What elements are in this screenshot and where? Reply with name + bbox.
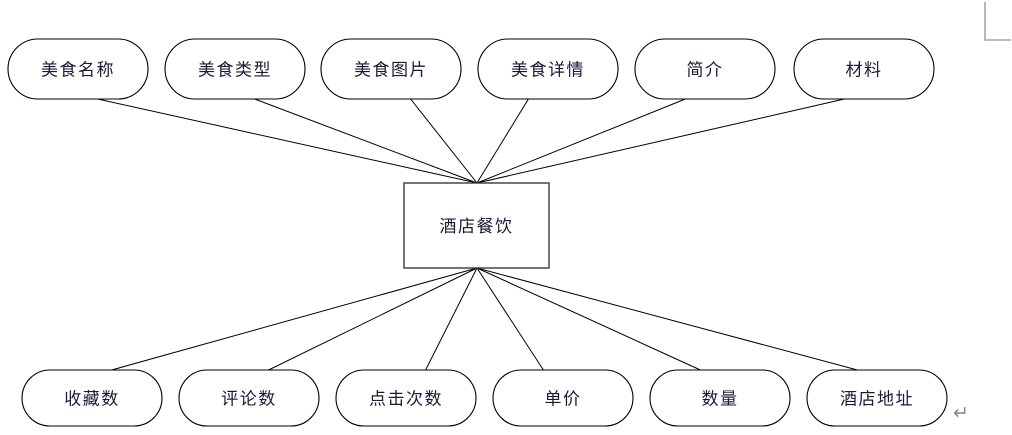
bottom-attribute-node-0[interactable]: 收藏数: [21, 369, 163, 427]
connector-bottom-1: [268, 267, 478, 371]
bottom-attribute-node-shape-3[interactable]: [492, 369, 634, 427]
bottom-attribute-node-4[interactable]: 数量: [649, 369, 791, 427]
connector-bottom-4: [476, 267, 701, 371]
top-attribute-node-0[interactable]: 美食名称: [7, 38, 149, 100]
connector-top-3: [476, 98, 529, 184]
top-attribute-node-label-1: 美食类型: [198, 61, 272, 80]
bottom-attribute-node-shape-0[interactable]: [21, 369, 163, 427]
center-entity-rect[interactable]: [403, 182, 550, 269]
bottom-attribute-node-label-5: 酒店地址: [840, 390, 914, 409]
bottom-attribute-node-label-2: 点击次数: [369, 390, 443, 409]
connector-top-1: [254, 98, 478, 184]
bottom-attribute-node-label-0: 收藏数: [64, 390, 120, 409]
page-margin-corner-icon: [984, 2, 1011, 41]
connector-group-top: [97, 98, 845, 184]
bottom-attribute-node-label-3: 单价: [545, 390, 582, 409]
top-attribute-node-shape-3[interactable]: [477, 38, 619, 100]
top-attribute-node-label-3: 美食详情: [511, 61, 585, 80]
connector-group-bottom: [111, 267, 858, 371]
bottom-attribute-node-label-4: 数量: [702, 390, 739, 409]
connector-bottom-5: [476, 267, 858, 371]
top-attribute-nodes: 美食名称 美食类型 美食图片 美食详情 简介 材料: [7, 38, 935, 100]
top-attribute-node-shape-0[interactable]: [7, 38, 149, 100]
top-attribute-node-label-4: 简介: [687, 61, 724, 80]
bottom-attribute-node-shape-1[interactable]: [178, 369, 320, 427]
connector-top-4: [476, 98, 686, 184]
paragraph-mark-icon: ↵: [953, 403, 969, 424]
top-attribute-node-shape-4[interactable]: [634, 38, 776, 100]
top-attribute-node-2[interactable]: 美食图片: [320, 38, 462, 100]
top-attribute-node-label-2: 美食图片: [354, 61, 428, 80]
bottom-attribute-node-5[interactable]: 酒店地址: [806, 369, 948, 427]
top-attribute-node-shape-1[interactable]: [164, 38, 306, 100]
bottom-attribute-nodes: 收藏数 评论数 点击次数 单价 数量 酒店地址: [21, 369, 948, 427]
bottom-attribute-node-2[interactable]: 点击次数: [335, 369, 477, 427]
top-attribute-node-label-5: 材料: [846, 61, 883, 80]
connector-bottom-3: [476, 267, 544, 371]
top-attribute-node-3[interactable]: 美食详情: [477, 38, 619, 100]
connector-top-5: [476, 98, 845, 184]
center-entity-node[interactable]: 酒店餐饮: [403, 182, 550, 269]
top-attribute-node-shape-5[interactable]: [793, 38, 935, 100]
bottom-attribute-node-label-1: 评论数: [221, 390, 277, 409]
bottom-attribute-node-shape-2[interactable]: [335, 369, 477, 427]
connector-top-2: [410, 98, 478, 184]
bottom-attribute-node-3[interactable]: 单价: [492, 369, 634, 427]
connector-top-0: [97, 98, 478, 184]
top-attribute-node-4[interactable]: 简介: [634, 38, 776, 100]
bottom-attribute-node-shape-5[interactable]: [806, 369, 948, 427]
center-entity-label: 酒店餐饮: [440, 217, 514, 236]
bottom-attribute-node-1[interactable]: 评论数: [178, 369, 320, 427]
connector-bottom-0: [111, 267, 478, 371]
top-attribute-node-5[interactable]: 材料: [793, 38, 935, 100]
top-attribute-node-1[interactable]: 美食类型: [164, 38, 306, 100]
top-attribute-node-label-0: 美食名称: [41, 61, 115, 80]
connector-bottom-2: [425, 267, 478, 371]
bottom-attribute-node-shape-4[interactable]: [649, 369, 791, 427]
top-attribute-node-shape-2[interactable]: [320, 38, 462, 100]
